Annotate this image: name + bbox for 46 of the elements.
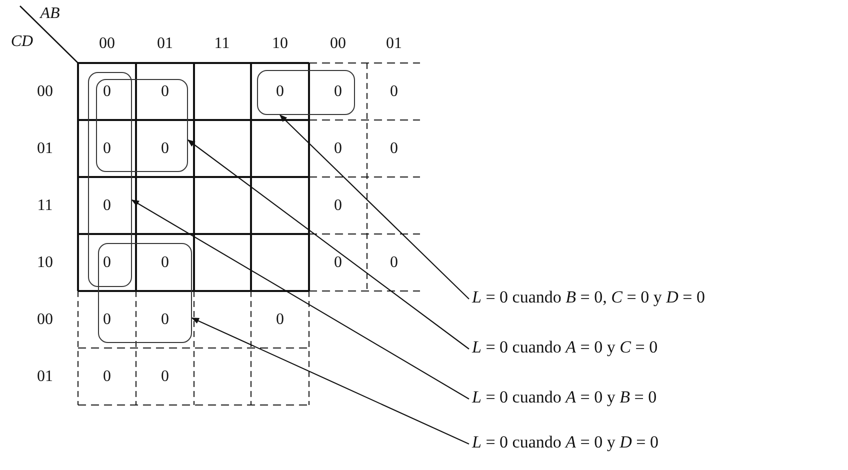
row-header: 11 (37, 198, 53, 214)
row-header: 10 (37, 255, 53, 271)
cell-value: 0 (103, 198, 111, 214)
axis-label: AB (40, 6, 60, 22)
leader-arrow (187, 140, 470, 350)
cell-value: 0 (334, 198, 342, 214)
cell-value: 0 (103, 312, 111, 328)
grouping-loop (88, 72, 132, 287)
column-header: 00 (99, 36, 115, 52)
row-header: 00 (37, 312, 53, 328)
cell-value: 0 (161, 312, 169, 328)
annotation-text: L = 0 cuando A = 0 y D = 0 (472, 434, 659, 450)
leader-arrow (191, 318, 470, 444)
cell-value: 0 (103, 369, 111, 385)
cell-value: 0 (334, 255, 342, 271)
cell-value: 0 (334, 141, 342, 157)
annotation-text: L = 0 cuando A = 0 y C = 0 (472, 338, 658, 356)
cell-value: 0 (103, 84, 111, 100)
row-header: 00 (37, 84, 53, 100)
axis-label: CD (10, 34, 34, 50)
grouping-loop (98, 243, 192, 343)
annotation-text: L = 0 cuando A = 0 y B = 0 (472, 388, 657, 406)
annotation-text: L = 0 cuando B = 0, C = 0 y D = 0 (472, 288, 705, 306)
cell-value: 0 (276, 84, 284, 100)
cell-value: 0 (161, 84, 169, 100)
leader-arrow (131, 200, 470, 400)
column-header: 00 (330, 36, 346, 52)
cell-value: 0 (161, 141, 169, 157)
grouping-loop (96, 79, 188, 172)
cell-value: 0 (103, 141, 111, 157)
row-header: 01 (37, 141, 53, 157)
cell-value: 0 (103, 255, 111, 271)
grouping-loop (257, 70, 355, 115)
column-header: 01 (386, 36, 402, 52)
column-header: 10 (272, 36, 288, 52)
cell-value: 0 (161, 255, 169, 271)
row-header: 01 (37, 369, 53, 385)
cell-value: 0 (390, 84, 398, 100)
leader-arrow (279, 114, 470, 300)
cell-value: 0 (276, 312, 284, 328)
cell-value: 0 (161, 369, 169, 385)
cell-value: 0 (390, 141, 398, 157)
cell-value: 0 (334, 84, 342, 100)
column-header: 01 (157, 36, 173, 52)
column-header: 11 (214, 36, 230, 52)
cell-value: 0 (390, 255, 398, 271)
